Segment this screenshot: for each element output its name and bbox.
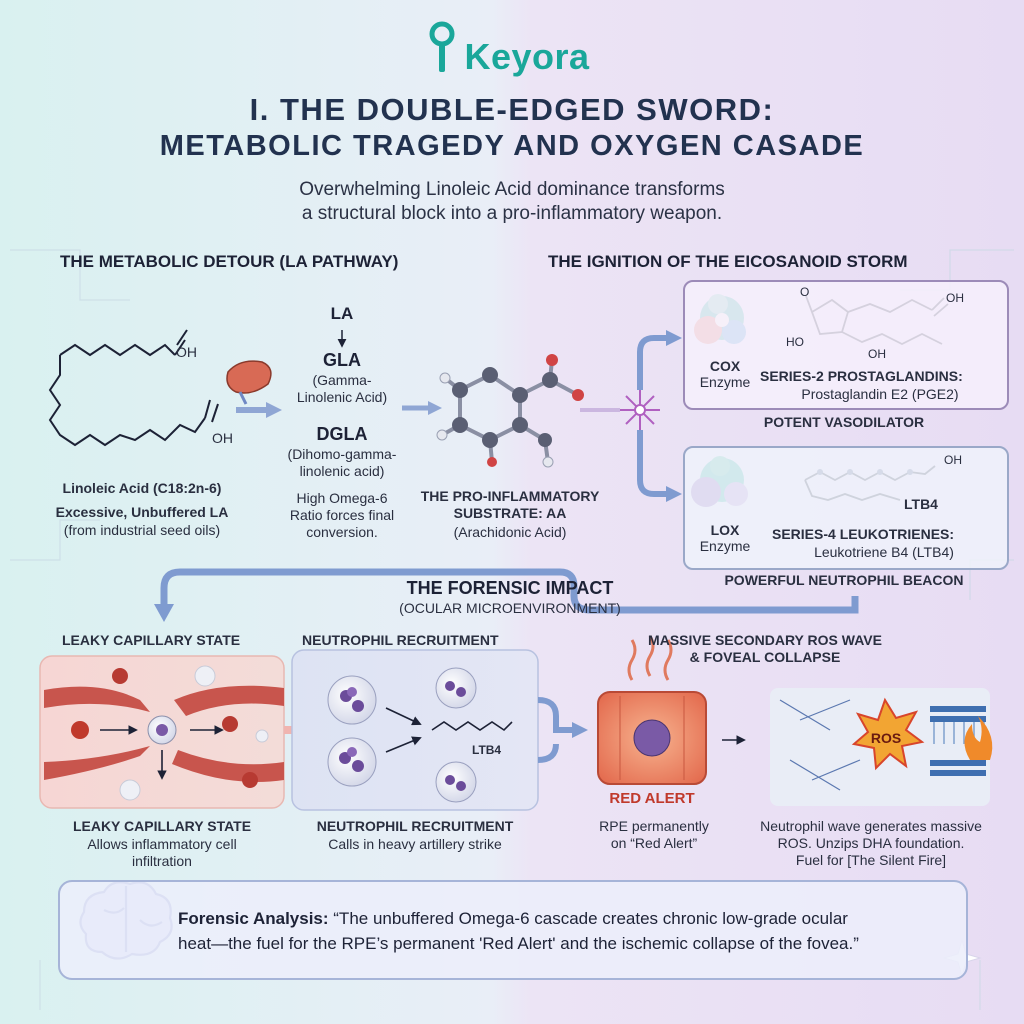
- cox-enzyme-label: COX: [709, 358, 741, 374]
- lox-enzyme-label: LOX: [710, 522, 740, 538]
- arrow-to-forensic-impact: [160, 568, 859, 614]
- pge2-o-label: O: [800, 285, 810, 299]
- cox-card: [683, 280, 1009, 410]
- arachidonic-acid-molecule: [436, 354, 584, 468]
- lox-effect: POWERFUL NEUTROPHIL BEACON: [724, 572, 964, 588]
- neutrophil-recruitment-illustration: [291, 649, 539, 811]
- pathway-la: LA: [330, 304, 354, 323]
- forensic-analysis-box: [58, 880, 968, 980]
- fire-icon: [964, 716, 993, 760]
- cox-enzyme-sublabel: Enzyme: [699, 374, 751, 390]
- pge2-ho-label: HO: [786, 335, 804, 349]
- linoleic-acid-subtitle: Excessive, Unbuffered LA: [55, 504, 229, 520]
- ros-burst-icon: [851, 697, 925, 771]
- pge2-oh-top: OH: [946, 291, 964, 305]
- page-title-line1: I. THE DOUBLE-EDGED SWORD:: [249, 92, 775, 127]
- linoleic-acid-title: Linoleic Acid (C18:2n-6): [62, 480, 222, 496]
- keyora-logo-icon: [429, 21, 455, 72]
- forensic-analysis-text: Forensic Analysis: “The unbuffered Omega…: [178, 909, 859, 953]
- panel1-heading: LEAKY CAPILLARY STATE: [62, 632, 241, 648]
- page-subtitle: Overwhelming Linoleic Acid dominance tra…: [299, 179, 725, 224]
- liver-icon: [226, 360, 272, 405]
- pathway-dgla: DGLA: [316, 424, 368, 444]
- lox-series-title: SERIES-4 LEUKOTRIENES:: [772, 526, 955, 542]
- pathway-gla: GLA: [323, 350, 361, 370]
- linoleic-acid-source: (from industrial seed oils): [63, 522, 221, 538]
- lox-enzyme-sublabel: Enzyme: [699, 538, 751, 554]
- pge2-oh-bottom: OH: [868, 347, 886, 361]
- lox-product: Leukotriene B4 (LTB4): [814, 544, 954, 560]
- rpe-cell-illustration: [597, 635, 707, 785]
- forensic-impact-heading: THE FORENSIC IMPACT: [406, 578, 614, 598]
- aa-subtitle: (Arachidonic Acid): [453, 524, 567, 540]
- panel2-caption-title: NEUTROPHIL RECRUITMENT: [316, 818, 514, 834]
- panel2-heading: NEUTROPHIL RECRUITMENT: [302, 632, 499, 648]
- cox-effect: POTENT VASODILATOR: [763, 414, 925, 430]
- panel1-caption-title: LEAKY CAPILLARY STATE: [72, 818, 252, 834]
- la-oh-label-2: OH: [212, 430, 233, 446]
- pathway-dgla-full: (Dihomo-gamma-linolenic acid): [287, 446, 397, 479]
- leaky-capillary-illustration: [39, 655, 285, 809]
- ros-label: ROS: [870, 730, 902, 746]
- section-heading-eicosanoid-storm: THE IGNITION OF THE EICOSANOID STORM: [548, 252, 908, 271]
- ltb4-oh-label: OH: [944, 453, 962, 467]
- linoleic-acid-molecule: [48, 329, 219, 447]
- lox-card: [683, 446, 1009, 570]
- pathway-gla-full: (Gamma-Linolenic Acid): [296, 372, 388, 405]
- ros-membrane-illustration: [770, 688, 993, 806]
- ltb4-molecule-label: LTB4: [904, 496, 938, 512]
- panel2-caption: Calls in heavy artillery strike: [328, 836, 502, 852]
- section-heading-metabolic-detour: THE METABOLIC DETOUR (LA PATHWAY): [60, 252, 399, 271]
- la-oh-label-1: OH: [176, 344, 197, 360]
- page-title-line2: METABOLIC TRAGEDY AND OXYGEN CASADE: [159, 130, 865, 162]
- arrow-to-lox: [637, 430, 668, 497]
- cox-product: Prostaglandin E2 (PGE2): [801, 386, 959, 402]
- panel3-heading: MASSIVE SECONDARY ROS WAVE& FOVEAL COLLA…: [648, 632, 882, 665]
- cox-series-title: SERIES-2 PROSTAGLANDINS:: [760, 368, 963, 384]
- forensic-impact-subheading: (OCULAR MICROENVIRONMENT): [399, 600, 621, 616]
- arrow-to-cox: [637, 335, 668, 390]
- spark-icon: [620, 390, 660, 430]
- forensic-analysis-label: Forensic Analysis:: [178, 909, 329, 928]
- panel2-ltb4-label: LTB4: [472, 743, 502, 757]
- brand-logo: Keyora: [464, 36, 590, 77]
- red-alert-label: RED ALERT: [609, 790, 695, 807]
